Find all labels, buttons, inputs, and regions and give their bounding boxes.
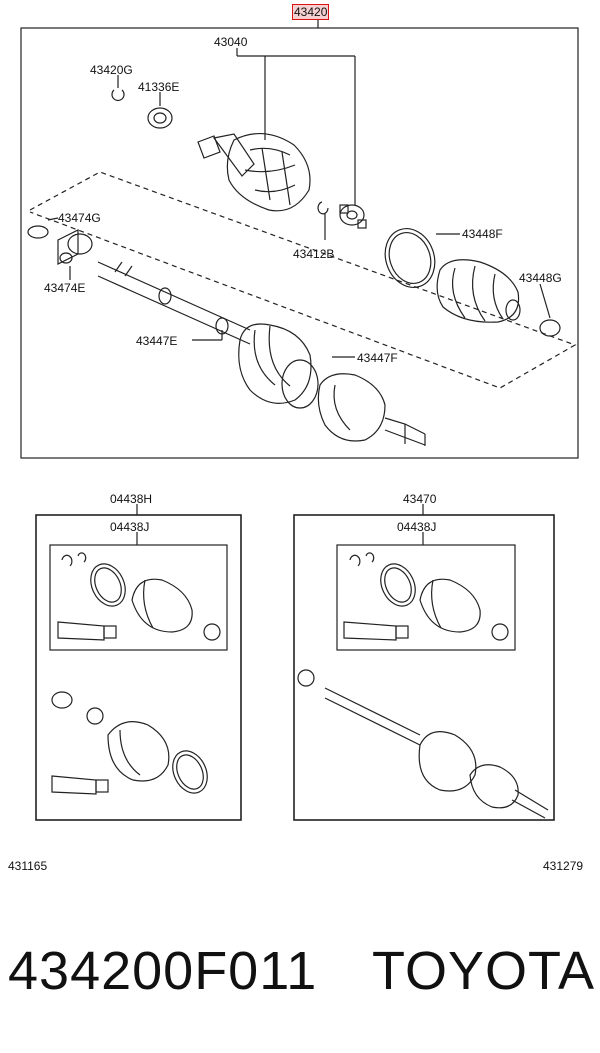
washer-label: 41336E [138, 80, 180, 94]
inboard-joint-shape [197, 132, 311, 212]
kit-left-inner-parts [57, 552, 221, 641]
kit-right-inner-parts [343, 552, 509, 641]
kit-left-lower-parts [51, 691, 208, 795]
inner-boot-shape [436, 259, 521, 323]
drive-shaft-shape [97, 261, 426, 446]
kit-right-inner-code: 04438J [397, 520, 437, 534]
main-shaft-code: 43040 [214, 35, 248, 49]
kit-right-frame [293, 514, 555, 821]
kit-right-shaft [297, 669, 549, 819]
snap-ring-shape [111, 89, 125, 101]
tripod-shape [339, 204, 367, 229]
dust-clamp-shape [27, 225, 49, 239]
washer-shape [147, 107, 173, 129]
boot-clamp-large-label: 43448F [462, 227, 503, 241]
boot-clamp-small-label: 43448G [519, 271, 562, 285]
boot-clamp-inner-label: 43447E [136, 334, 178, 348]
kit-left-inner-code: 04438J [110, 520, 150, 534]
dust-clamp-label: 43474G [58, 211, 101, 225]
main-frame [20, 27, 579, 459]
assembly-title-code: 43420 [292, 4, 330, 20]
kit-right-code: 43470 [403, 492, 437, 506]
clip-label: 43412B [293, 247, 335, 261]
dust-deflector-label: 43474E [44, 281, 86, 295]
right-ref-number: 431279 [543, 859, 584, 873]
clip-shape [317, 201, 329, 215]
boot-clamp-small-shape [539, 319, 561, 337]
footer-brand: TOYOTA [372, 941, 596, 1001]
kit-left-inner-frame [49, 544, 228, 651]
boot-clamp-outer-label: 43447F [357, 351, 398, 365]
snap-ring-label: 43420G [90, 63, 133, 77]
boot-kit-boundary [29, 171, 577, 389]
kit-left-code: 04438H [110, 492, 153, 506]
kit-right-inner-frame [336, 544, 516, 651]
kit-left-frame [35, 514, 242, 821]
boot-clamp-large-shape [384, 228, 436, 288]
footer-part-number: 434200F011 [8, 941, 318, 1001]
left-ref-number: 431165 [8, 859, 48, 873]
dust-deflector-shape [57, 229, 93, 265]
